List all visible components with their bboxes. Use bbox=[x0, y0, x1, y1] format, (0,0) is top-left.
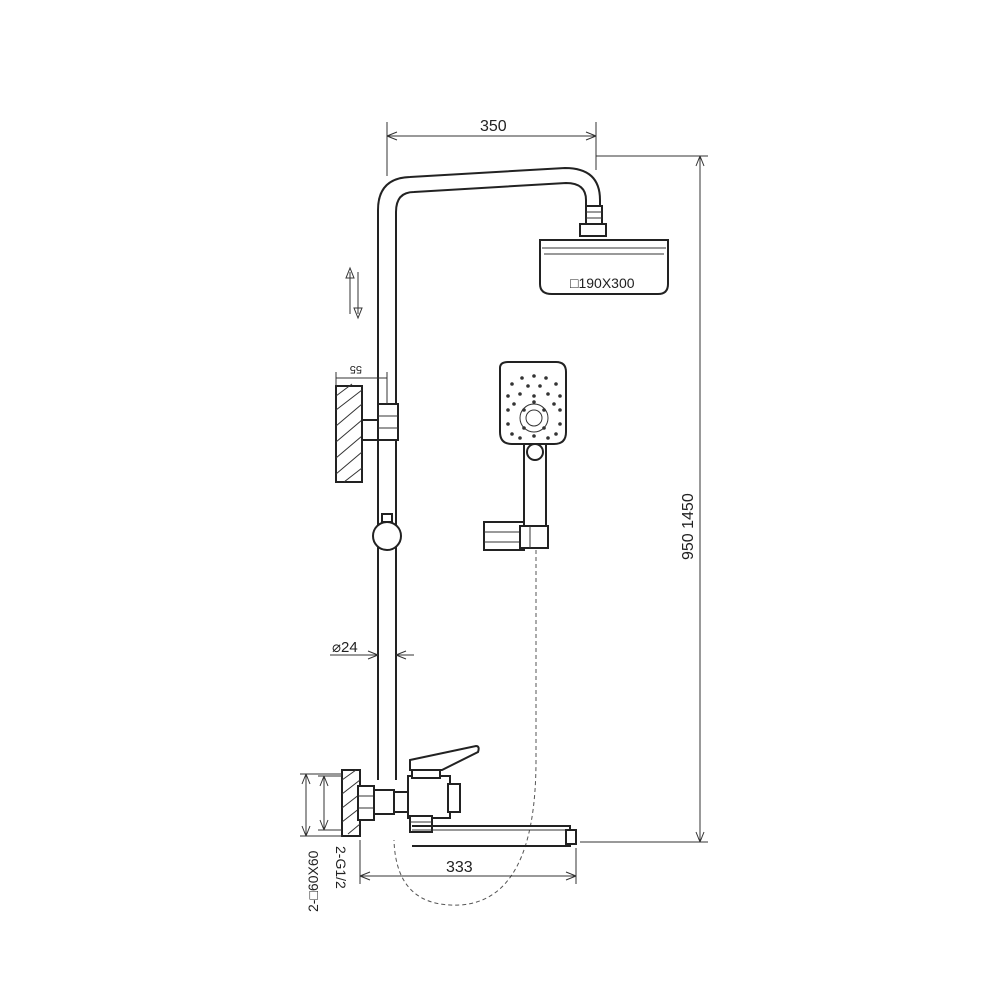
dimension-inlet-thread: 2-G1/2 bbox=[318, 775, 349, 889]
mount-plate-text: 60X60 bbox=[305, 850, 321, 891]
head-size-label: □190X300 bbox=[570, 275, 635, 291]
total-height-label: 950 1450 bbox=[680, 493, 697, 560]
slide-holder bbox=[372, 513, 402, 551]
overhead-shower-head: □190X300 bbox=[539, 205, 669, 295]
pipe-diameter-text: 24 bbox=[341, 639, 358, 656]
hand-shower bbox=[499, 361, 567, 529]
mixer-valve bbox=[393, 744, 480, 833]
dimension-mount-plate: 2-□60X60 bbox=[300, 773, 342, 912]
mount-plate-label: 2-□60X60 bbox=[305, 850, 321, 912]
inlet-thread-label: 2-G1/2 bbox=[333, 846, 349, 889]
bracket-offset-label: 55 bbox=[350, 363, 362, 375]
spout-length-label: 333 bbox=[446, 859, 473, 876]
hand-shower-holder bbox=[483, 521, 549, 551]
shower-hose bbox=[393, 550, 537, 906]
riser-pipe bbox=[377, 166, 601, 780]
bath-spout bbox=[412, 825, 577, 847]
spray-nozzles bbox=[506, 374, 562, 440]
mount-prefix-text: 2- bbox=[305, 899, 321, 912]
dimension-total-height: 950 1450 bbox=[580, 155, 708, 843]
slide-direction-arrow bbox=[345, 266, 363, 320]
dimension-top-width: 350 bbox=[386, 118, 597, 176]
pipe-diameter-label: ⌀24 bbox=[332, 639, 358, 656]
mount-square-symbol: □ bbox=[305, 891, 321, 900]
top-width-label: 350 bbox=[480, 118, 507, 135]
diameter-symbol: ⌀ bbox=[332, 639, 341, 656]
square-symbol: □ bbox=[570, 275, 579, 291]
head-size-text: 190X300 bbox=[578, 275, 634, 291]
dimension-pipe-diameter: ⌀24 bbox=[330, 639, 414, 660]
upper-wall-bracket: 55 bbox=[335, 363, 399, 483]
dimension-spout-length: 333 bbox=[359, 840, 577, 884]
lower-wall-mount bbox=[341, 769, 395, 837]
